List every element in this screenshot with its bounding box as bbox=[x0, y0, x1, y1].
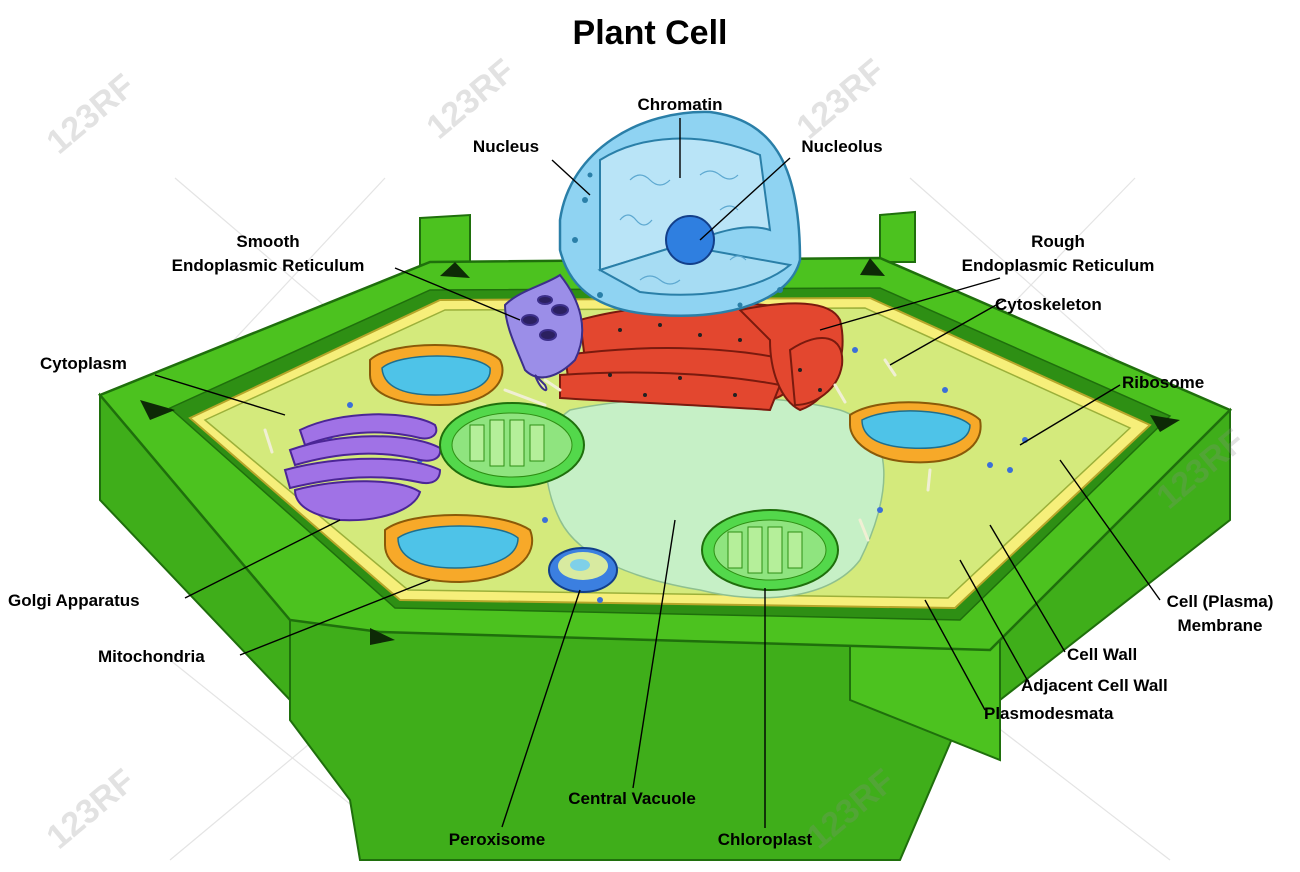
label-rough-er: Rough Endoplasmic Reticulum bbox=[962, 230, 1155, 278]
label-cell-membrane-line1: Cell (Plasma) bbox=[1166, 592, 1274, 611]
diagram-title: Plant Cell bbox=[572, 14, 728, 52]
label-chromatin: Chromatin bbox=[637, 95, 723, 114]
nucleolus bbox=[665, 215, 715, 265]
label-smooth-er-line2: Endoplasmic Reticulum bbox=[171, 256, 365, 275]
label-cell-wall: Cell Wall bbox=[1067, 645, 1138, 664]
label-nucleolus: Nucleolus bbox=[801, 137, 883, 156]
chromatin-threads bbox=[619, 170, 747, 285]
smooth-endoplasmic-reticulum bbox=[503, 273, 584, 392]
label-smooth-er-line1: Smooth bbox=[236, 232, 300, 251]
label-peroxisome: Peroxisome bbox=[448, 830, 546, 849]
leader-lines bbox=[154, 118, 1161, 828]
label-rough-er-line2: Endoplasmic Reticulum bbox=[961, 256, 1155, 275]
label-cell-membrane: Cell (Plasma) Membrane bbox=[1167, 590, 1274, 638]
label-cytoskeleton: Cytoskeleton bbox=[995, 295, 1102, 314]
cytoskeleton-filaments bbox=[263, 358, 932, 542]
rough-endoplasmic-reticulum bbox=[559, 302, 844, 412]
peroxisome bbox=[548, 547, 618, 593]
label-cytoplasm: Cytoplasm bbox=[40, 354, 127, 373]
label-golgi-apparatus: Golgi Apparatus bbox=[8, 591, 140, 610]
label-mitochondria: Mitochondria bbox=[98, 647, 205, 666]
label-nucleus: Nucleus bbox=[472, 137, 540, 156]
nucleus bbox=[558, 110, 802, 317]
label-ribosome: Ribosome bbox=[1122, 373, 1205, 392]
golgi-apparatus bbox=[283, 413, 442, 522]
label-adjacent-cell-wall: Adjacent Cell Wall bbox=[1021, 676, 1168, 695]
label-rough-er-line1: Rough bbox=[1031, 232, 1085, 251]
chloroplast bbox=[439, 402, 585, 488]
ribosome-dots bbox=[608, 323, 822, 397]
chloroplast bbox=[701, 509, 839, 591]
label-cell-membrane-line2: Membrane bbox=[1177, 616, 1263, 635]
label-plasmodesmata: Plasmodesmata bbox=[984, 704, 1114, 723]
label-smooth-er: Smooth Endoplasmic Reticulum bbox=[172, 230, 365, 278]
mitochondrion bbox=[849, 401, 982, 464]
mitochondrion bbox=[384, 514, 534, 584]
mitochondrion bbox=[369, 344, 504, 407]
label-central-vacuole: Central Vacuole bbox=[568, 789, 696, 808]
label-chloroplast: Chloroplast bbox=[717, 830, 813, 849]
